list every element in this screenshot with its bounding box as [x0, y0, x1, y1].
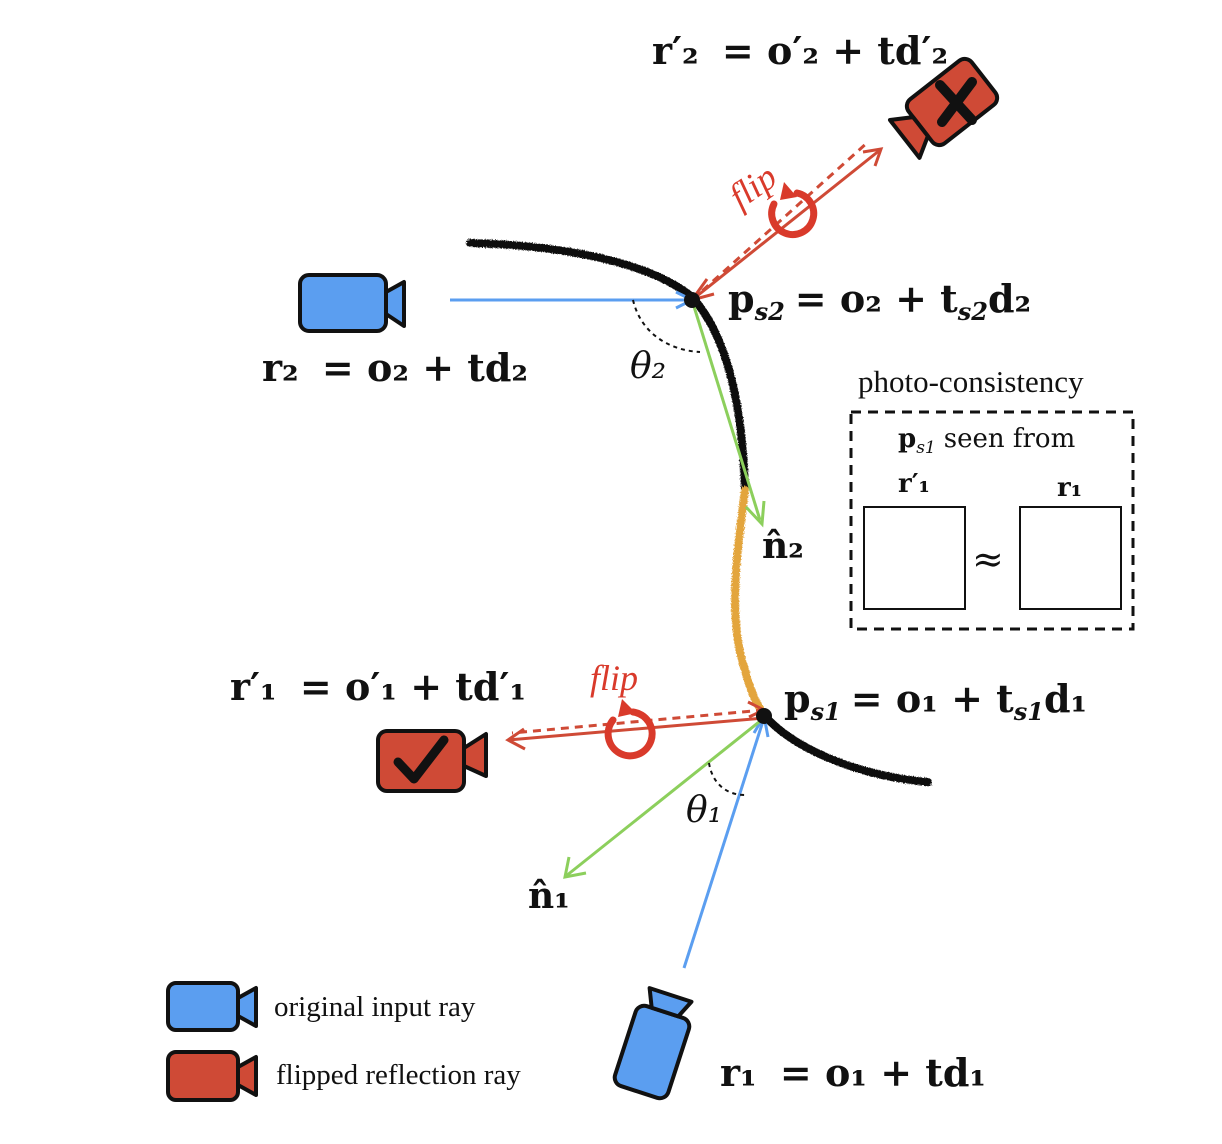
pc-left-label: r′₁ [898, 469, 930, 499]
reflection-ray-2-arrowhead-out [862, 147, 884, 167]
label-ps2-tail: d₂ [988, 276, 1031, 321]
pc-right-patch [1019, 506, 1122, 610]
pc-seen-rest: seen from [944, 424, 1076, 454]
label-r2-prime: r′₂ = o′₂ + td′₂ [652, 28, 948, 73]
label-r1-rhs: = o₁ + td₁ [780, 1050, 986, 1095]
label-ps2: ps2= o₂ + ts2d₂ [728, 276, 1031, 326]
label-r2-prime-lhs: r′₂ [652, 28, 699, 73]
label-r2-lhs: r₂ [262, 345, 299, 390]
label-ps1-p: p [784, 676, 811, 721]
label-r1-prime: r′₁ = o′₁ + td′₁ [230, 664, 526, 709]
label-ps1-sub2: s1 [1013, 697, 1044, 726]
label-theta2: θ₂ [630, 346, 666, 387]
camera-icon [612, 986, 694, 1101]
surface-point-2 [684, 292, 700, 308]
surface-black-lower [760, 711, 932, 786]
flip-label-lower: flip [590, 658, 638, 698]
label-r1-prime-lhs: r′₁ [230, 664, 277, 709]
pc-seen-from-label: ps1 seen from [898, 424, 1075, 458]
label-ps1-tail: d₁ [1044, 676, 1087, 721]
camera-icon [166, 1050, 258, 1102]
reflection-ray-1-arrowhead [505, 727, 526, 751]
theta2-arc [632, 299, 701, 353]
label-r1-lhs: r₁ [720, 1050, 757, 1095]
normal-2 [690, 299, 762, 521]
pc-approx-symbol: ≈ [972, 537, 1004, 581]
surface-point-1 [756, 708, 772, 724]
flip-rotation-icon [768, 182, 818, 238]
pc-right-label: r₁ [1057, 473, 1082, 503]
label-r2-rhs: = o₂ + td₂ [322, 345, 528, 390]
legend: original input ray flipped reflection ra… [166, 981, 521, 1102]
label-r1-prime-rhs: = o′₁ + td′₁ [300, 664, 526, 709]
label-ps2-sub2: s2 [957, 297, 988, 326]
reflection-ray-2 [691, 148, 881, 302]
label-ps2-p: p [728, 276, 755, 321]
input-ray-1 [682, 717, 766, 969]
normal-1-arrowhead [563, 856, 587, 879]
photo-consistency-box [849, 410, 1135, 631]
flipped-ray-2 [690, 140, 870, 302]
upper-rays [450, 140, 884, 528]
pc-seen-p: p [898, 424, 916, 454]
legend-flipped-label: flipped reflection ray [276, 1059, 521, 1091]
lower-rays [505, 700, 772, 969]
pc-seen-sub: s1 [916, 438, 936, 458]
legend-original-label: original input ray [274, 991, 476, 1023]
check-mark-icon [393, 735, 449, 784]
normal-2-arrowhead [744, 500, 766, 528]
label-ps1-rhs: = o₁ + t [851, 676, 1014, 721]
reflection-ray-1 [507, 716, 765, 742]
label-ps2-rhs: = o₂ + t [795, 276, 958, 321]
surface-orange-segment [731, 486, 768, 719]
pc-left-patch [863, 506, 966, 610]
label-r2: r₂ = o₂ + td₂ [262, 345, 528, 390]
camera-icon [166, 981, 258, 1032]
cross-mark-icon [935, 77, 977, 127]
camera-icon [298, 273, 406, 333]
label-n1: n̂₁ [528, 875, 570, 917]
label-ps1: ps1= o₁ + ts1d₁ [784, 676, 1087, 726]
flipped-ray-1 [511, 708, 765, 735]
label-r1: r₁ = o₁ + td₁ [720, 1050, 986, 1095]
label-theta1: θ₁ [686, 790, 722, 831]
normal-1 [565, 716, 765, 878]
theta1-arc [708, 762, 746, 796]
label-n2: n̂₂ [762, 525, 804, 567]
photo-consistency-title: photo-consistency [858, 364, 1084, 399]
label-r2-prime-rhs: = o′₂ + td′₂ [722, 28, 948, 73]
label-ps1-sub: s1 [810, 697, 841, 726]
label-ps2-sub: s2 [754, 297, 785, 326]
flip-rotation-icon [604, 699, 656, 760]
